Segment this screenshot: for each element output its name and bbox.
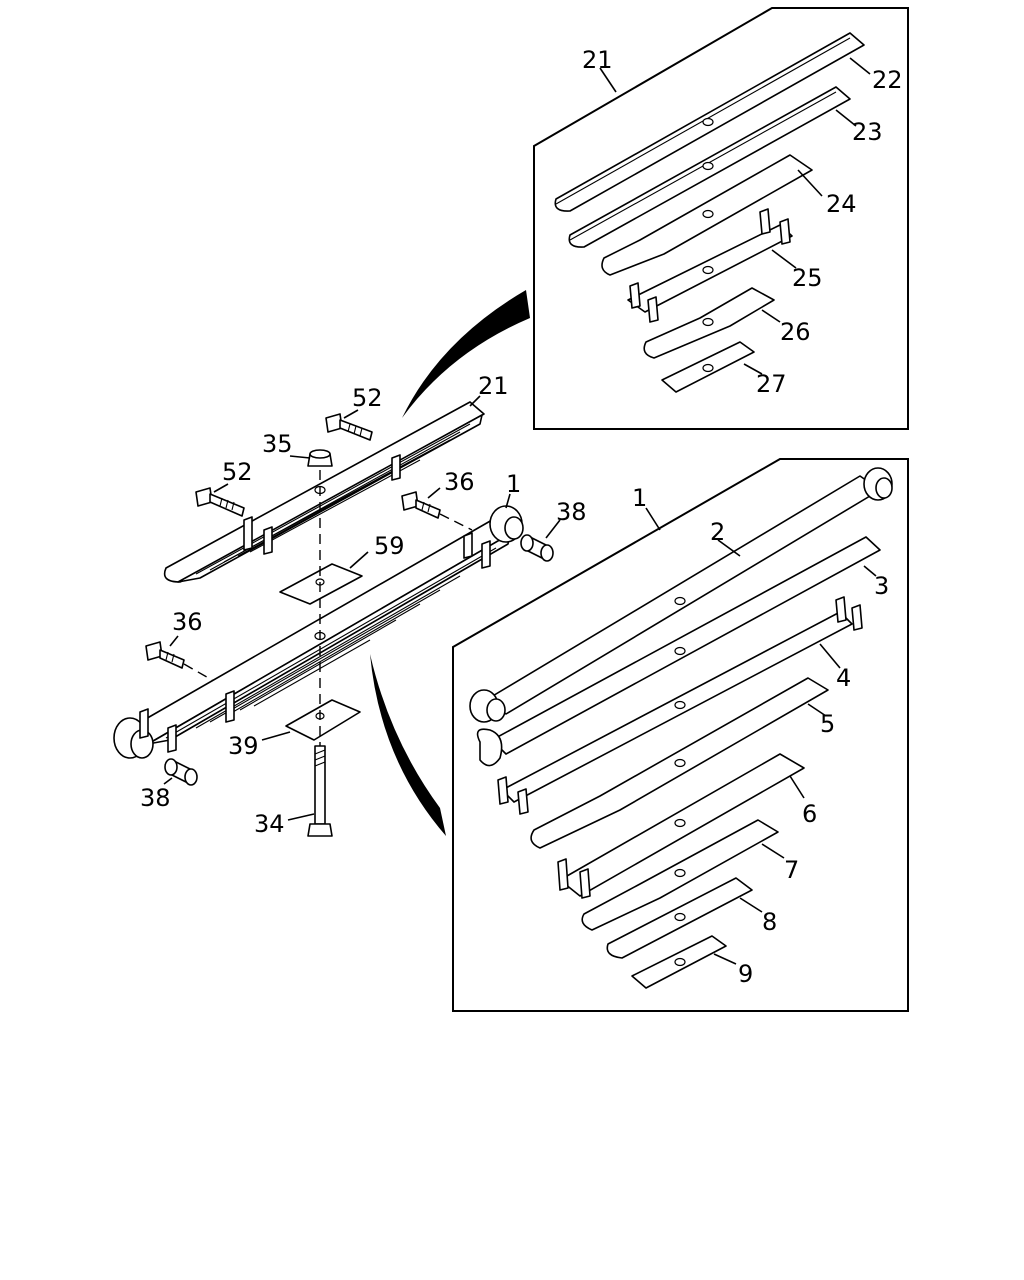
leaf-3 bbox=[476, 536, 881, 767]
callout-39: 39 bbox=[228, 732, 259, 760]
callout-21-main: 21 bbox=[478, 372, 509, 400]
leaf-5 bbox=[530, 677, 829, 849]
callout-36-right: 36 bbox=[444, 468, 475, 496]
callout-3: 3 bbox=[874, 572, 889, 600]
callout-4: 4 bbox=[836, 664, 851, 692]
callout-21-top: 21 bbox=[582, 46, 613, 74]
nut-35 bbox=[307, 449, 333, 467]
callout-23: 23 bbox=[852, 118, 883, 146]
callout-8: 8 bbox=[762, 908, 777, 936]
callout-22: 22 bbox=[872, 66, 903, 94]
leaf-7 bbox=[581, 819, 779, 931]
bolt-52-lower bbox=[195, 487, 245, 517]
leaf-8 bbox=[606, 877, 753, 959]
detail-box-1 bbox=[452, 458, 909, 1012]
callout-2: 2 bbox=[710, 518, 725, 546]
callout-6: 6 bbox=[802, 800, 817, 828]
leaf-22 bbox=[554, 32, 865, 212]
leaf-4 bbox=[497, 596, 863, 815]
pad-59 bbox=[279, 563, 363, 605]
callout-1-box: 1 bbox=[632, 484, 647, 512]
callout-5: 5 bbox=[820, 710, 835, 738]
callout-26: 26 bbox=[780, 318, 811, 346]
bolt-36-right bbox=[401, 491, 473, 531]
callout-59: 59 bbox=[374, 532, 405, 560]
detail-box-21 bbox=[533, 7, 909, 430]
main-assembly bbox=[113, 395, 561, 837]
bushing-38-right bbox=[520, 534, 554, 562]
leaf-25 bbox=[627, 208, 793, 323]
callout-36-left: 36 bbox=[172, 608, 203, 636]
leaf-26 bbox=[643, 287, 775, 359]
callout-38-left: 38 bbox=[140, 784, 171, 812]
callout-52-lower: 52 bbox=[222, 458, 253, 486]
callout-38-right: 38 bbox=[556, 498, 587, 526]
connector-curve-bottom bbox=[370, 654, 446, 836]
leaf-9 bbox=[631, 935, 727, 989]
center-bolt-34 bbox=[307, 745, 333, 837]
callout-24: 24 bbox=[826, 190, 857, 218]
bolt-36-left bbox=[145, 641, 213, 681]
callout-52-upper: 52 bbox=[352, 384, 383, 412]
callout-1-main: 1 bbox=[506, 470, 521, 498]
callout-27: 27 bbox=[756, 370, 787, 398]
connector-curve-top bbox=[402, 290, 530, 418]
bushing-38-left bbox=[164, 758, 198, 786]
bolt-52-upper bbox=[325, 413, 373, 441]
callout-9: 9 bbox=[738, 960, 753, 988]
callout-35: 35 bbox=[262, 430, 293, 458]
callout-labels: 22 23 24 25 26 27 21 21 52 35 52 36 1 38… bbox=[140, 46, 903, 988]
leaf-2 bbox=[469, 467, 893, 723]
spring-pack-21 bbox=[163, 401, 485, 583]
callout-7: 7 bbox=[784, 856, 799, 884]
leaf-27 bbox=[661, 341, 755, 393]
leaf-6 bbox=[557, 753, 805, 899]
callout-25: 25 bbox=[792, 264, 823, 292]
leaf-24 bbox=[601, 154, 813, 276]
callout-34: 34 bbox=[254, 810, 285, 838]
pad-39 bbox=[285, 699, 361, 741]
leaf-23 bbox=[568, 86, 851, 248]
